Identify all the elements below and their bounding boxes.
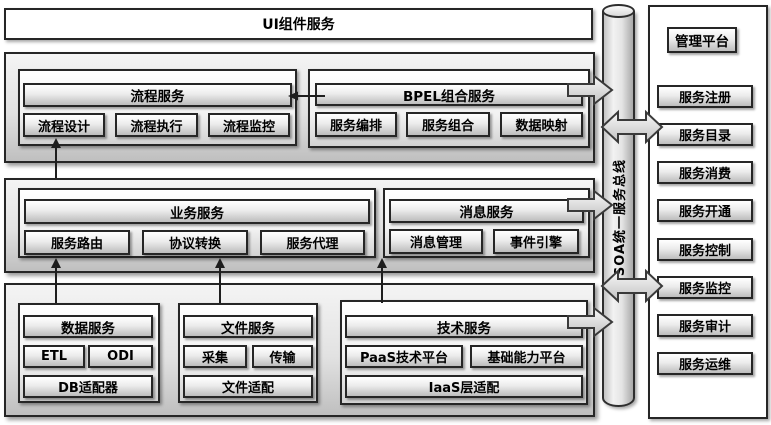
management-platform-title: 管理平台 [667, 27, 737, 53]
file-group-header: 文件服务 [183, 315, 313, 338]
tech-item-basic-capability: 基础能力平台 [470, 345, 583, 368]
file-item-transfer: 传输 [252, 345, 313, 368]
tech-group-header: 技术服务 [345, 315, 583, 338]
management-item-service-register: 服务注册 [657, 85, 753, 108]
data-group-header: 数据服务 [23, 315, 153, 338]
process-group-header: 流程服务 [23, 83, 292, 107]
message-item-event-engine: 事件引擎 [493, 229, 579, 254]
message-item-management: 消息管理 [389, 229, 483, 254]
management-item-service-catalog: 服务目录 [657, 123, 753, 146]
bpel-item-composition: 服务组合 [406, 112, 490, 137]
management-item-service-monitor: 服务监控 [657, 276, 753, 299]
soa-bus: SOA统一服务总线 [600, 140, 637, 295]
process-item-monitor: 流程监控 [208, 113, 290, 137]
business-group-header: 业务服务 [24, 199, 370, 224]
data-item-etl: ETL [23, 345, 85, 368]
ui-layer-box: UI组件服务 [4, 8, 593, 40]
business-item-routing: 服务路由 [24, 230, 130, 255]
management-item-service-audit: 服务审计 [657, 314, 753, 337]
management-item-service-provision: 服务开通 [657, 199, 753, 222]
tech-item-iaas-adapter: IaaS层适配 [345, 375, 583, 398]
management-item-service-control: 服务控制 [657, 238, 753, 261]
soa-bus-cylinder-top [602, 4, 635, 18]
tech-item-paas: PaaS技术平台 [345, 345, 463, 368]
management-item-service-ops: 服务运维 [657, 352, 753, 375]
process-item-execute: 流程执行 [115, 113, 198, 137]
ui-layer-label: UI组件服务 [262, 17, 335, 33]
data-item-odi: ODI [88, 345, 153, 368]
bpel-group-header: BPEL组合服务 [315, 83, 583, 106]
business-item-protocol: 协议转换 [142, 230, 248, 255]
message-group-header: 消息服务 [389, 199, 584, 223]
file-item-collect: 采集 [183, 345, 247, 368]
bpel-item-orchestration: 服务编排 [315, 112, 397, 137]
business-item-proxy: 服务代理 [260, 230, 365, 255]
bpel-item-mapping: 数据映射 [500, 112, 583, 137]
file-item-file-adapter: 文件适配 [183, 375, 313, 398]
data-item-db-adapter: DB适配器 [23, 375, 153, 398]
process-item-design: 流程设计 [23, 113, 105, 137]
management-item-service-consume: 服务消费 [657, 161, 753, 184]
soa-bus-label: SOA统一服务总线 [613, 158, 629, 277]
